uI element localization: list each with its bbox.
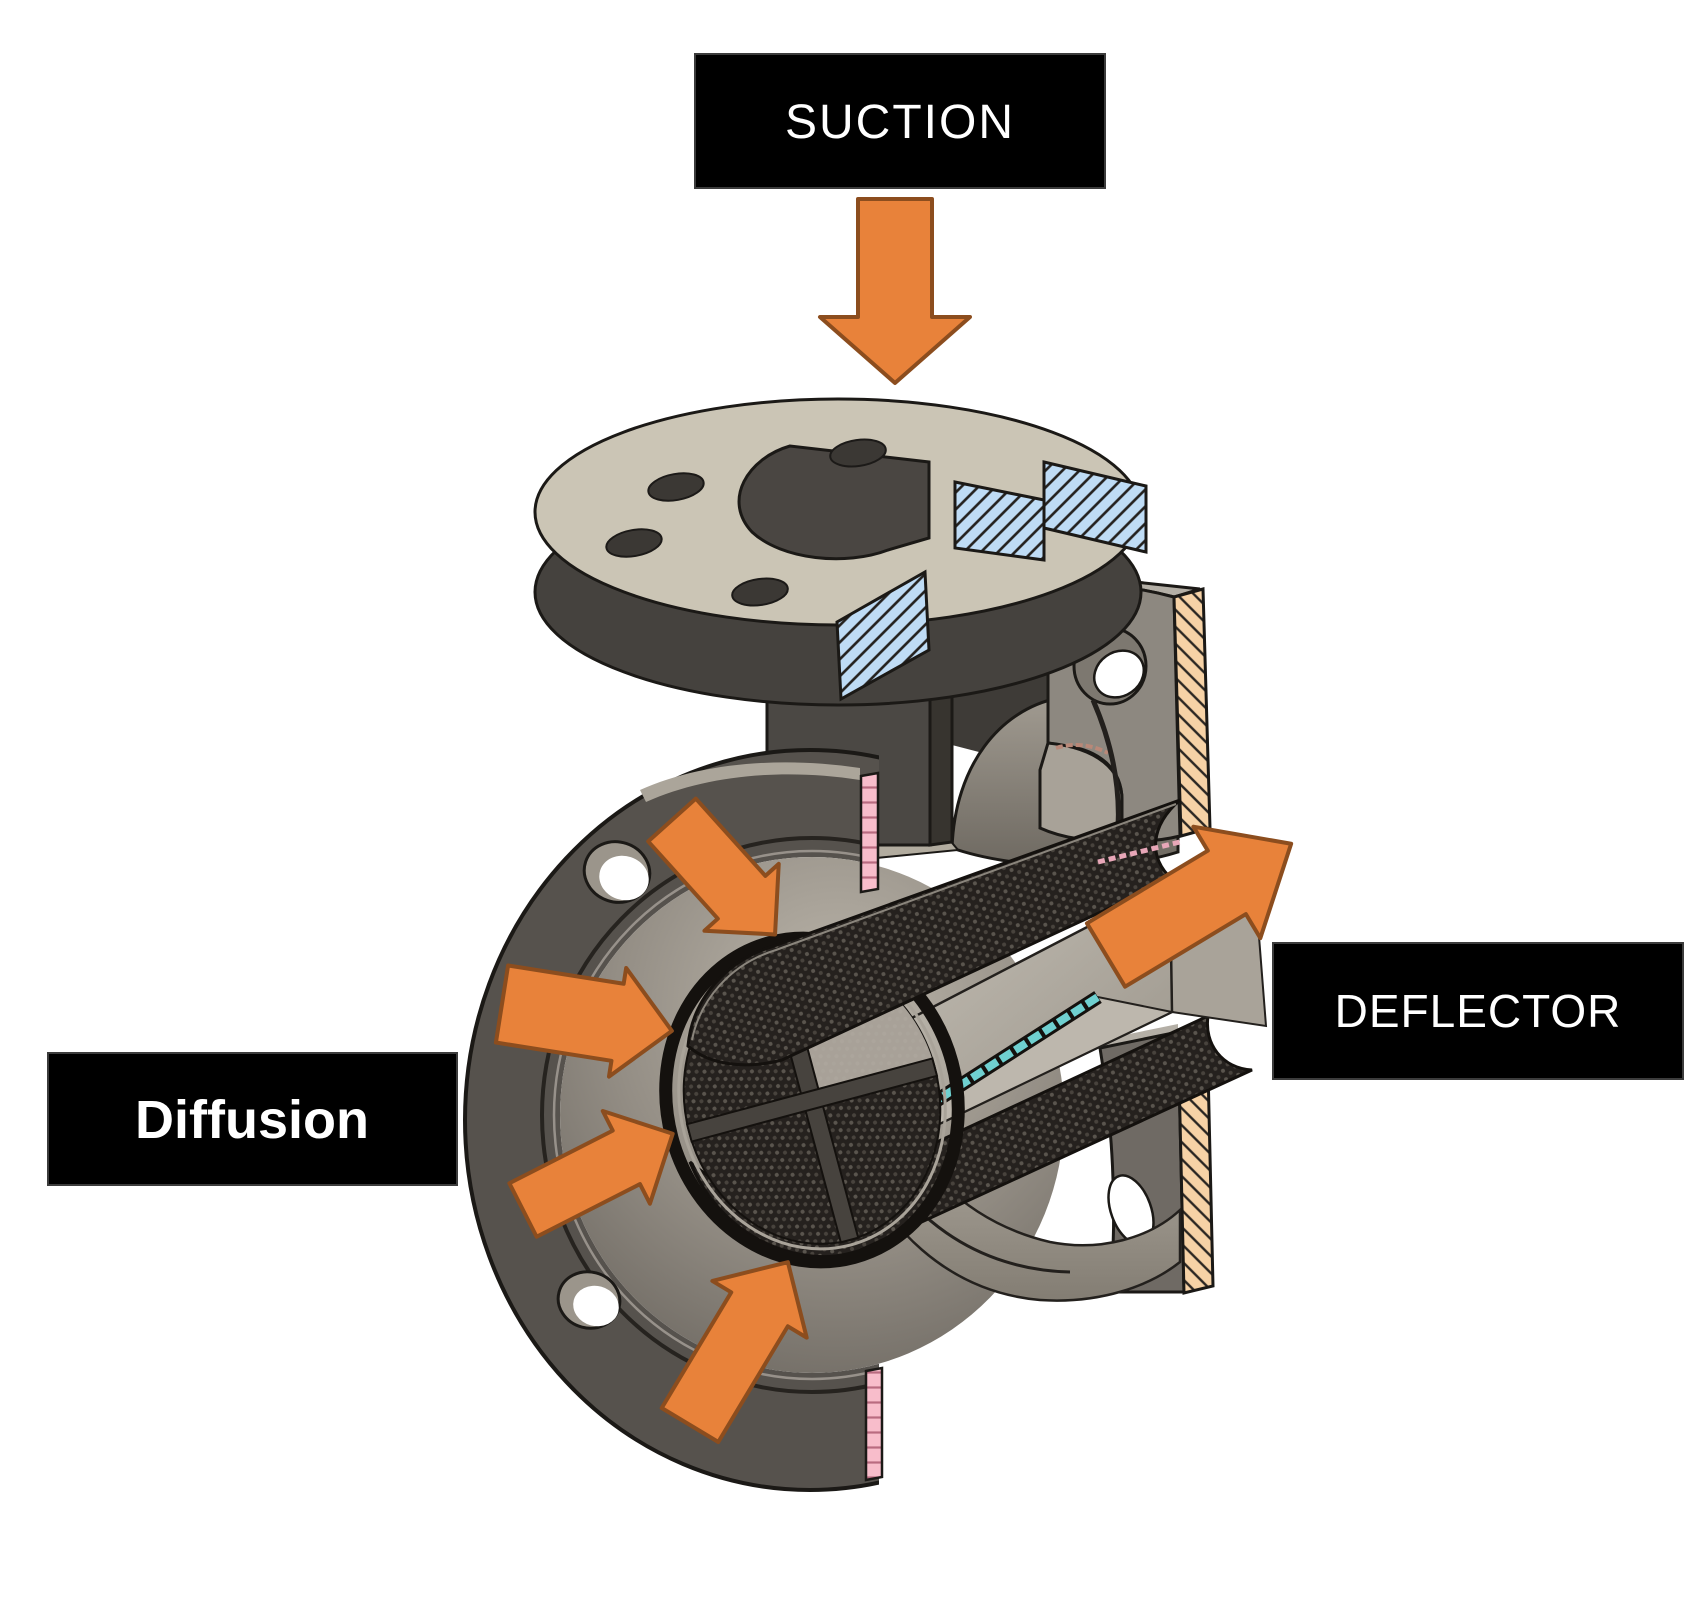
flange-cut-face-blue-front (835, 569, 931, 702)
basket-gasket-pink (1097, 839, 1181, 865)
outlet-bolt-hole (1092, 649, 1146, 699)
body-cut-face-pink-bottom (864, 1366, 884, 1482)
basket-mesh-top-highlight (691, 803, 1177, 1041)
label-suction: SUCTION (694, 53, 1106, 189)
diffusion-arrow-left (493, 963, 674, 1079)
diffusion-arrow-lower-left (507, 1109, 675, 1239)
outlet-gasket-line (1055, 742, 1109, 755)
flow-arrows (493, 197, 1294, 1444)
front-flange-bolt-holes (556, 840, 652, 1330)
diffusion-label-box (47, 1052, 458, 1186)
bolt-hole (605, 528, 663, 558)
bowl-ledge-ring-light (552, 849, 879, 1381)
bolt-hole (573, 1285, 619, 1327)
label-deflector: DEFLECTOR (1272, 942, 1684, 1080)
top-flange (533, 397, 1148, 707)
deflector-label-text: DEFLECTOR (1335, 985, 1622, 1037)
basket-cross-bar-horizontal (685, 1057, 939, 1143)
front-flange-outline (463, 748, 879, 1492)
diffusion-label-text: Diffusion (135, 1090, 369, 1150)
top-flange-bolt-holes (605, 438, 887, 607)
bowl-ledge-ring-dark (540, 836, 879, 1394)
bolt-hole (731, 577, 789, 607)
bolt-hole (829, 438, 887, 468)
diffusion-arrow-top (646, 796, 781, 937)
flange-cut-face-blue-rear (1042, 460, 1148, 554)
suction-label-box (694, 53, 1106, 189)
outlet-lower-top-edge (1100, 1024, 1178, 1048)
suction-label-text: SUCTION (785, 96, 1015, 149)
basket-mesh-top (686, 798, 1181, 1067)
flange-cut-face-blue-right (953, 480, 1046, 562)
flange-top-edge-highlight (640, 762, 860, 802)
deflector-label-box (1272, 942, 1684, 1080)
top-flange-u-notch (737, 444, 931, 561)
diffusion-arrow-bottom (659, 1260, 809, 1444)
outlet-flow-arrow (1084, 824, 1294, 989)
bolt-hole (647, 472, 705, 502)
body-cut-face-pink-top (859, 771, 880, 894)
bolt-hole (599, 855, 649, 901)
suction-flow-arrow (818, 197, 972, 385)
label-diffusion: Diffusion (47, 1052, 458, 1186)
strainer-basket (659, 798, 1268, 1269)
